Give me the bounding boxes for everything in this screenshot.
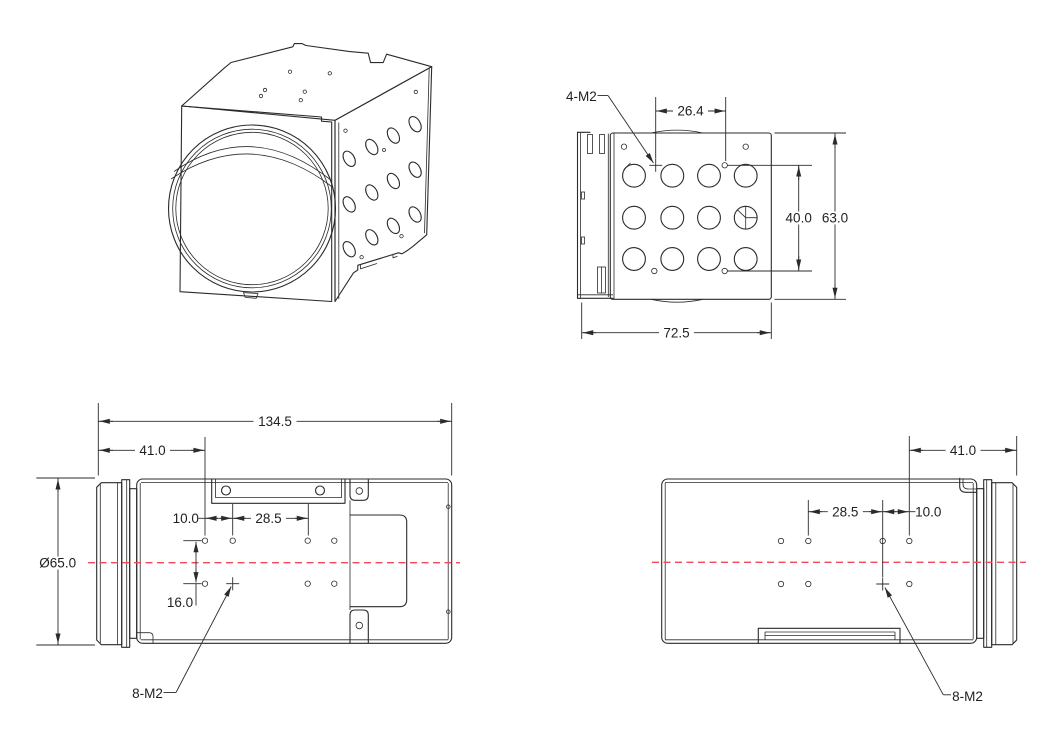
callout-label-8-m2-left: 8-M2 bbox=[132, 686, 163, 701]
callout-4-m2: 4-M2 bbox=[566, 89, 654, 164]
dim-label-28-5-right: 28.5 bbox=[832, 504, 858, 519]
dim-72-5: 72.5 bbox=[581, 302, 772, 340]
dim-lens-diameter: Ø65.0 bbox=[36, 477, 95, 646]
rear-view: 26.4 4-M2 40.0 63.0 bbox=[566, 89, 853, 340]
side-view-left: 134.5 41.0 10.0 28.5 bbox=[36, 403, 460, 701]
dim-134-5: 134.5 bbox=[97, 403, 453, 476]
callout-8-m2-right: 8-M2 bbox=[884, 587, 983, 704]
dim-28-5-left: 28.5 bbox=[232, 504, 309, 536]
bracket-bottom bbox=[349, 609, 369, 644]
rear-flange-profile bbox=[576, 131, 614, 299]
isometric-view bbox=[167, 43, 433, 303]
dim-label-28-5-left: 28.5 bbox=[255, 511, 281, 526]
dim-28-5-right: 28.5 bbox=[807, 500, 884, 577]
dim-label-41-0-right: 41.0 bbox=[950, 443, 976, 458]
dim-41-0-left: 41.0 bbox=[98, 437, 206, 536]
bottom-rail bbox=[757, 627, 901, 644]
dim-label-10-0-left: 10.0 bbox=[173, 511, 199, 526]
dim-label-lens-diameter: Ø65.0 bbox=[39, 556, 76, 571]
dim-label-134-5: 134.5 bbox=[258, 414, 292, 429]
side-vent-holes bbox=[342, 89, 422, 260]
dim-41-0-right: 41.0 bbox=[908, 436, 1018, 536]
lens-front bbox=[167, 124, 337, 293]
lens-barrel-right bbox=[976, 479, 1018, 648]
dim-label-72-5: 72.5 bbox=[663, 325, 689, 340]
bracket-top bbox=[349, 478, 369, 501]
callout-label-4-m2: 4-M2 bbox=[566, 89, 597, 104]
dim-label-41-0-left: 41.0 bbox=[139, 443, 165, 458]
left-view-m2-holes bbox=[201, 537, 338, 591]
top-face-holes bbox=[258, 69, 332, 103]
dim-label-10-0-right: 10.0 bbox=[915, 504, 941, 519]
dim-label-40-0: 40.0 bbox=[786, 211, 812, 226]
side-view-right: 41.0 28.5 10.0 8-M2 bbox=[652, 436, 1026, 704]
dim-label-63-0: 63.0 bbox=[822, 211, 848, 226]
dim-label-26-4: 26.4 bbox=[677, 104, 704, 119]
inner-plate-outline bbox=[349, 514, 408, 608]
callout-label-8-m2-right: 8-M2 bbox=[952, 689, 983, 704]
dim-label-16-0: 16.0 bbox=[167, 595, 193, 610]
dim-26-4: 26.4 bbox=[655, 97, 727, 161]
dim-40-0: 40.0 bbox=[727, 164, 816, 272]
corner-step bbox=[959, 477, 978, 493]
lens-barrel-left bbox=[96, 479, 138, 648]
dim-10-0-right: 10.0 bbox=[882, 504, 941, 519]
dim-63-0: 63.0 bbox=[774, 132, 853, 300]
rear-m2-holes bbox=[620, 143, 749, 275]
callout-8-m2-left: 8-M2 bbox=[132, 586, 232, 701]
rear-hole-grid bbox=[622, 162, 758, 271]
top-rail bbox=[211, 478, 346, 504]
dim-10-0-left: 10.0 bbox=[173, 504, 234, 536]
right-view-m2-holes bbox=[777, 537, 913, 591]
dim-16-0: 16.0 bbox=[167, 540, 202, 610]
